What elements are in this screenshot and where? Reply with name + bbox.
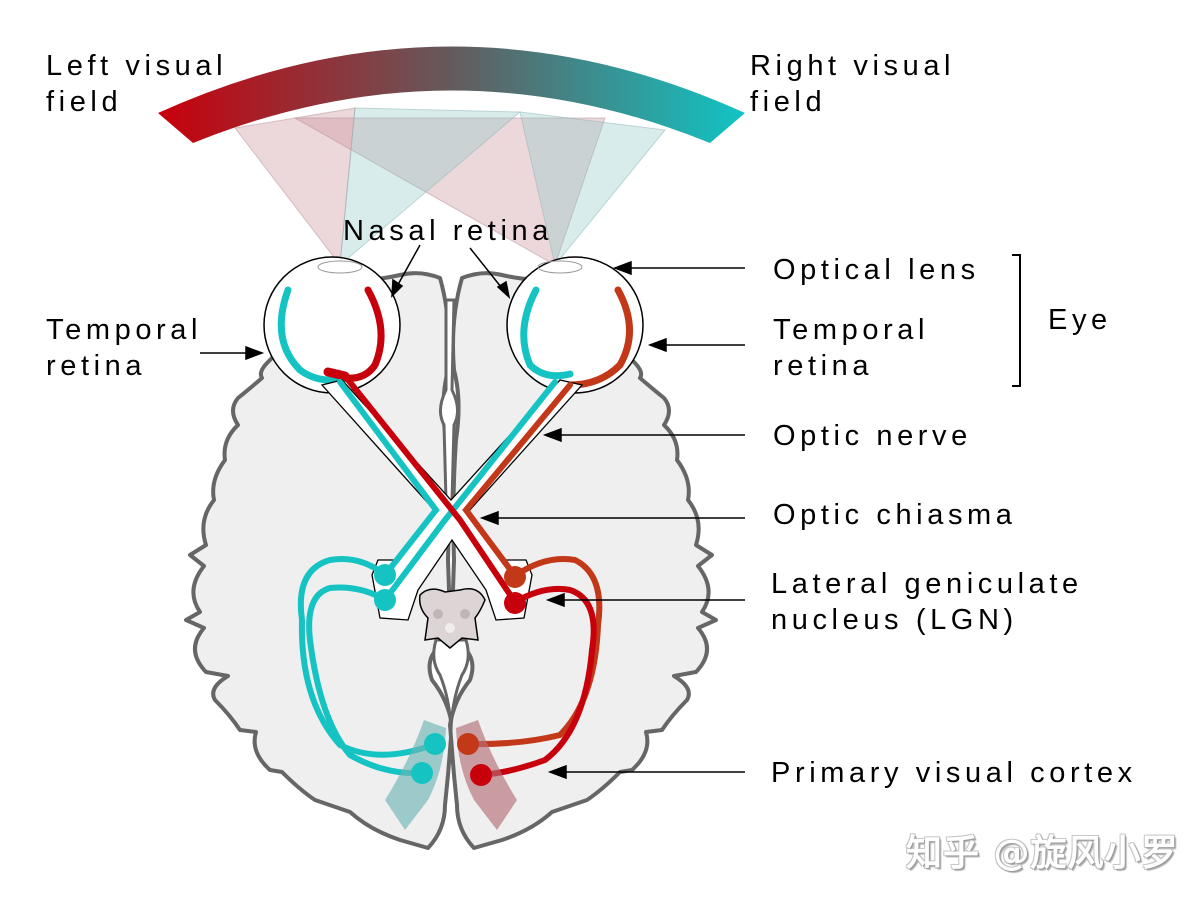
label-optical-lens: Optical lens: [773, 254, 980, 286]
nerve-fibers: [297, 373, 603, 778]
label-left-visual-field: Left visual field: [46, 50, 228, 118]
right-eye: [506, 256, 644, 394]
lower-ventricle: [432, 638, 470, 731]
label-temporal-retina-left: Temporal retina: [46, 314, 203, 382]
visual-field-arc: [158, 46, 745, 143]
lgn-nodes: [374, 564, 526, 614]
label-right-visual-field: Right visual field: [750, 50, 956, 118]
brain: [184, 271, 718, 850]
label-optic-nerve: Optic nerve: [773, 420, 972, 452]
label-lgn: Lateral geniculate nucleus (LGN): [771, 568, 1083, 636]
watermark: 知乎 @旋风小罗: [906, 833, 1179, 874]
label-eye: Eye: [1048, 304, 1112, 336]
left-optical-lens: [317, 260, 363, 274]
label-nasal-retina: Nasal retina: [343, 215, 553, 247]
midbrain: [418, 588, 486, 649]
eye-bracket: [1012, 254, 1021, 387]
label-temporal-retina-right: Temporal retina: [773, 314, 930, 382]
label-optic-chiasma: Optic chiasma: [773, 499, 1017, 531]
right-optical-lens: [537, 260, 583, 274]
left-eye: [263, 256, 401, 394]
pointer-arrows: [200, 244, 745, 780]
label-primary-visual-cortex: Primary visual cortex: [771, 757, 1137, 789]
